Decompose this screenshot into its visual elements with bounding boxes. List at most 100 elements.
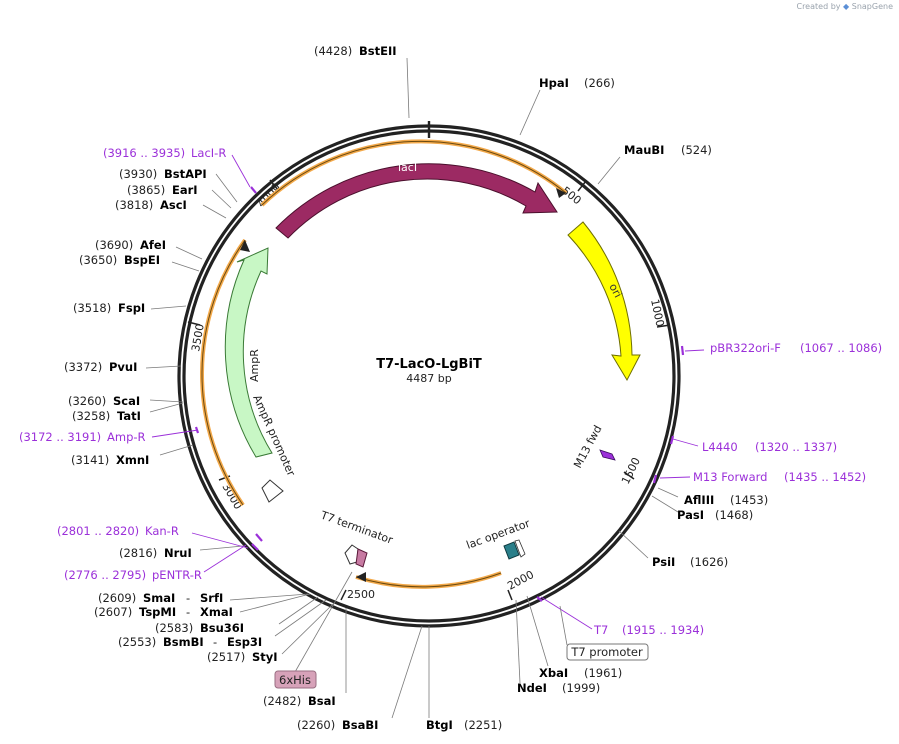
his-tag-box[interactable]: 6xHis [274,571,353,689]
svg-text:XbaI: XbaI [539,666,568,680]
ori-feature-arrow[interactable] [567,221,641,382]
site-bsu36I[interactable]: (2583) Bsu36I [155,621,244,635]
svg-text:BstAPI: BstAPI [164,167,207,181]
ampR-feature-arrow[interactable] [224,247,273,458]
svg-text:(3650): (3650) [79,253,117,267]
site-earI[interactable]: (3865) EarI [127,183,198,197]
site-tatI[interactable]: (3258) TatI [72,409,141,423]
site-pvuI[interactable]: (3372) PvuI [64,360,137,374]
tick-label-1000: 1000 [648,298,667,328]
svg-text:(1435 .. 1452): (1435 .. 1452) [784,470,866,484]
site-bsaI[interactable]: (2482) BsaI [263,694,336,708]
site-bsaBI[interactable]: (2260) BsaBI [297,718,378,732]
svg-text:(1320 .. 1337): (1320 .. 1337) [755,440,837,454]
svg-text:(2260): (2260) [297,718,335,732]
svg-text:BstEII: BstEII [359,44,397,58]
svg-text:(3865): (3865) [127,183,165,197]
svg-text:LacI-R: LacI-R [191,146,226,160]
site-fspI[interactable]: (3518) FspI [73,301,145,315]
primer-kan-r[interactable]: (2801 .. 2820) Kan-R [57,524,179,538]
lacI-feature-arrow[interactable] [275,163,558,239]
svg-text:(1453): (1453) [730,493,768,507]
site-xbaI[interactable]: XbaI (1961) [539,666,622,680]
svg-text:(1961): (1961) [584,666,622,680]
t7-promoter-box[interactable]: T7 promoter [559,605,649,661]
site-bspEI[interactable]: (3650) BspEI [79,253,160,267]
svg-text:(3930): (3930) [119,167,157,181]
svg-text:PvuI: PvuI [109,360,137,374]
tick-label-2500: 2500 [347,588,375,601]
svg-text:(2251): (2251) [464,718,502,732]
svg-text:(3372): (3372) [64,360,102,374]
site-pasI[interactable]: PasI (1468) [677,508,753,522]
primer-pbr322ori-f[interactable]: pBR322ori-F (1067 .. 1086) [710,341,882,355]
svg-text:(2553): (2553) [118,635,156,649]
svg-text:BspEI: BspEI [124,253,160,267]
svg-text:T7 promoter: T7 promoter [570,645,643,659]
primer-m13-forward[interactable]: M13 Forward (1435 .. 1452) [693,470,866,484]
svg-text:-: - [186,591,190,605]
tick-marks [187,179,671,601]
svg-text:pBR322ori-F: pBR322ori-F [710,341,781,355]
svg-text:(2482): (2482) [263,694,301,708]
svg-text:(524): (524) [681,143,712,157]
primer-laci-r[interactable]: (3916 .. 3935) LacI-R [103,146,226,160]
site-bstAPI[interactable]: (3930) BstAPI [119,167,207,181]
ampR-promoter-arrow[interactable] [261,479,284,503]
svg-text:PasI: PasI [677,508,704,522]
svg-text:XmnI: XmnI [116,453,149,467]
svg-text:PsiI: PsiI [652,555,675,569]
svg-text:Esp3I: Esp3I [227,635,262,649]
svg-text:-: - [186,605,190,619]
primer-t7[interactable]: T7 (1915 .. 1934) [593,623,704,637]
plasmid-size: 4487 bp [406,372,451,385]
svg-text:Kan-R: Kan-R [145,524,179,538]
tick-label-4000: 4000 [255,181,283,211]
site-tspMI-xmaI[interactable]: (2607) TspMI - XmaI [94,605,233,619]
svg-text:BtgI: BtgI [426,718,453,732]
site-smaI-srfI[interactable]: (2609) SmaI - SrfI [98,591,223,605]
site-ndeI[interactable]: NdeI (1999) [517,681,600,695]
svg-text:BsmBI: BsmBI [163,635,204,649]
primer-marks [194,186,685,602]
site-styI[interactable]: (2517) StyI [207,650,278,664]
svg-text:(2607): (2607) [94,605,132,619]
site-xmnI[interactable]: (3141) XmnI [71,453,149,467]
site-psiI[interactable]: PsiI (1626) [652,555,728,569]
site-ascI[interactable]: (3818) AscI [115,198,187,212]
svg-text:TspMI: TspMI [139,605,176,619]
svg-text:M13 Forward: M13 Forward [693,470,767,484]
tick-label-1500: 1500 [619,455,643,486]
primer-pentr-r[interactable]: (2776 .. 2795) pENTR-R [64,568,202,582]
site-afeI[interactable]: (3690) AfeI [95,238,166,252]
site-nruI[interactable]: (2816) NruI [119,546,192,560]
svg-text:NruI: NruI [164,546,192,560]
svg-text:EarI: EarI [172,183,198,197]
svg-text:SrfI: SrfI [200,591,223,605]
site-bsmBI-esp3I[interactable]: (2553) BsmBI - Esp3I [118,635,262,649]
svg-text:(2776 .. 2795): (2776 .. 2795) [64,568,146,582]
svg-text:T7: T7 [593,623,608,637]
primer-amp-r[interactable]: (3172 .. 3191) Amp-R [19,430,146,444]
svg-text:AscI: AscI [160,198,187,212]
m13-fwd-label: M13 fwd [571,423,604,470]
primers: (3916 .. 3935) LacI-R pBR322ori-F (1067 … [19,146,882,637]
site-aflIII[interactable]: AflIII (1453) [684,493,768,507]
svg-text:(1999): (1999) [562,681,600,695]
svg-text:(1468): (1468) [715,508,753,522]
primer-l4440[interactable]: L4440 (1320 .. 1337) [702,440,837,454]
svg-text:(3258): (3258) [72,409,110,423]
site-scaI[interactable]: (3260) ScaI [68,394,140,408]
primer-leader-lines [151,154,705,630]
site-hpaI[interactable]: HpaI (266) [539,76,615,90]
m13-fwd-arrow[interactable] [599,449,616,461]
site-bstEII[interactable]: (4428) BstEII [314,44,397,58]
ori-label: ori [606,281,624,300]
lac-operator-marker[interactable] [503,541,520,560]
site-btgI[interactable]: BtgI (2251) [426,718,502,732]
svg-text:(1915 .. 1934): (1915 .. 1934) [622,623,704,637]
credit-prefix: Created by [796,2,841,11]
site-mauBI[interactable]: MauBI (524) [624,143,712,157]
svg-text:(3172 .. 3191): (3172 .. 3191) [19,430,101,444]
